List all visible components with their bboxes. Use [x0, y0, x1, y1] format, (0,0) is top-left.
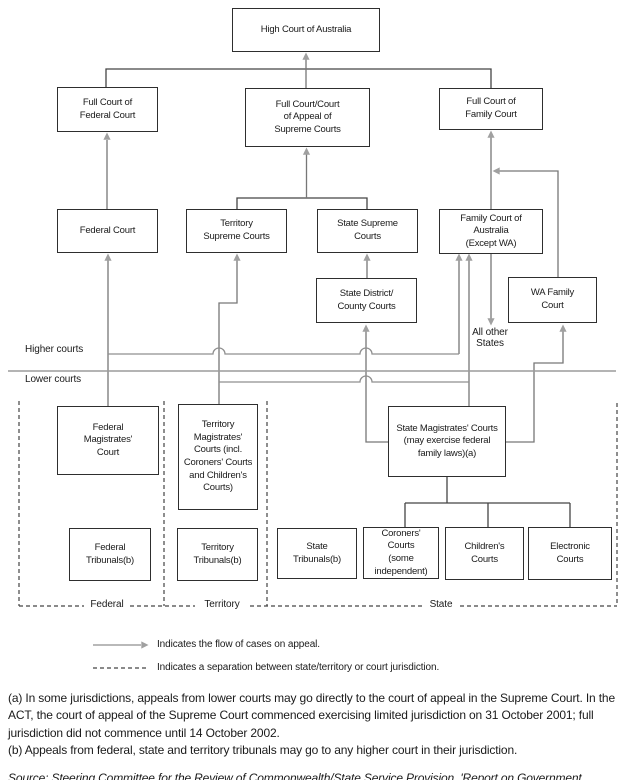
- tree-connectors: [105, 68, 571, 527]
- box-federal-court: Federal Court: [57, 209, 158, 253]
- box-full-court-family: Full Court of Family Court: [439, 88, 543, 130]
- section-label-territory: Territory: [204, 599, 240, 610]
- section-label-federal: Federal: [90, 599, 124, 610]
- legend-flow-text: Indicates the flow of cases on appeal.: [157, 639, 320, 650]
- all-other-states-label: All other States: [472, 327, 508, 349]
- footnote-a: (a) In some jurisdictions, appeals from …: [8, 691, 615, 740]
- box-territory-supreme: Territory Supreme Courts: [186, 209, 287, 253]
- jurisdiction-dashed-lines: [18, 401, 618, 607]
- box-state-supreme: State Supreme Courts: [317, 209, 418, 253]
- footnotes-block: (a) In some jurisdictions, appeals from …: [8, 690, 616, 780]
- box-full-court-federal: Full Court of Federal Court: [57, 87, 158, 132]
- source-citation: Source: Steering Committee for the Revie…: [8, 770, 582, 780]
- legend-separation-text: Indicates a separation between state/ter…: [157, 662, 440, 673]
- appeal-arrowheads: [103, 52, 567, 649]
- appeal-flow-lines: [106, 59, 564, 443]
- courts-collector-lines: [108, 347, 469, 383]
- box-high-court: High Court of Australia: [232, 8, 380, 52]
- footnote-b: (b) Appeals from federal, state and terr…: [8, 743, 518, 758]
- box-federal-tribunals: Federal Tribunals(b): [69, 528, 151, 581]
- box-family-court: Family Court of Australia (Except WA): [439, 209, 543, 254]
- box-coroners-courts: Coroners' Courts (some independent): [363, 527, 439, 579]
- box-territory-magistrates: Territory Magistrates' Courts (incl. Cor…: [178, 404, 258, 510]
- higher-courts-label: Higher courts: [25, 344, 84, 355]
- box-state-tribunals: State Tribunals(b): [277, 528, 357, 579]
- box-state-district: State District/ County Courts: [316, 278, 417, 323]
- box-state-magistrates: State Magistrates' Courts (may exercise …: [388, 406, 506, 477]
- box-electronic-courts: Electronic Courts: [528, 527, 612, 580]
- lower-courts-label: Lower courts: [25, 374, 82, 385]
- box-territory-tribunals: Territory Tribunals(b): [177, 528, 258, 581]
- box-childrens-courts: Children's Courts: [445, 527, 524, 580]
- section-label-state: State: [429, 599, 453, 610]
- box-full-court-appeal: Full Court/Court of Appeal of Supreme Co…: [245, 88, 370, 147]
- box-wa-family: WA Family Court: [508, 277, 597, 323]
- box-federal-magistrates: Federal Magistrates' Court: [57, 406, 159, 475]
